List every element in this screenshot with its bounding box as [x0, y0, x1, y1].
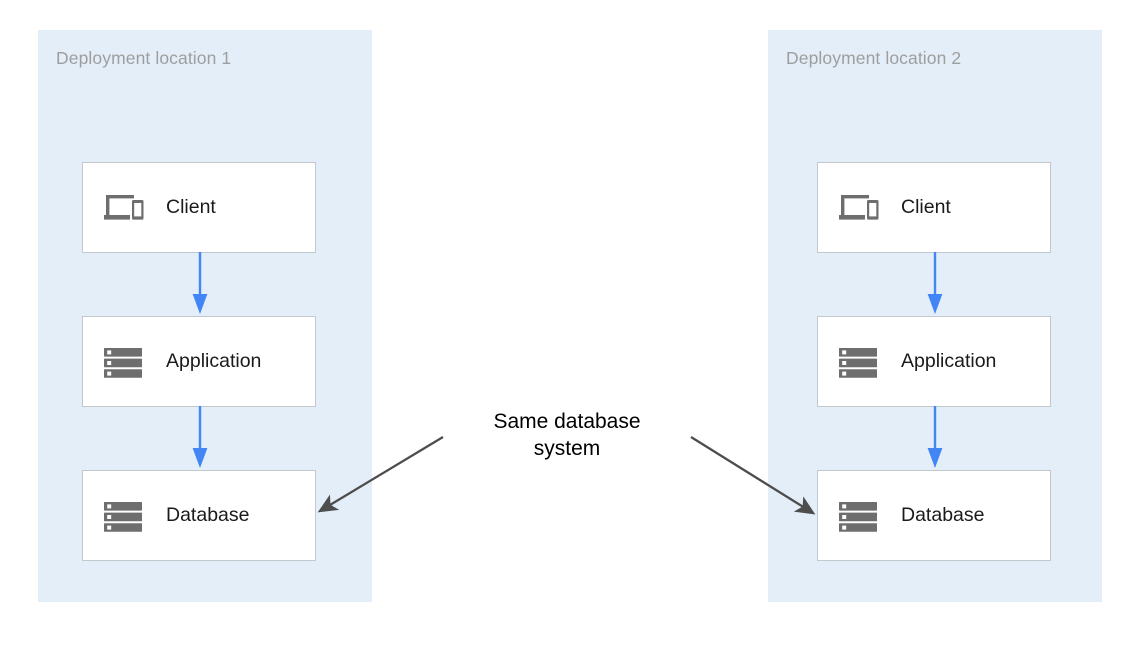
- deployment-location-2-title: Deployment location 2: [786, 48, 962, 68]
- node-application-1-label: Application: [166, 350, 262, 372]
- flow-arrow-application-to-database-1: [190, 406, 210, 470]
- node-client-2[interactable]: Client: [817, 162, 1051, 253]
- server-icon: [837, 340, 881, 384]
- node-application-2-label: Application: [901, 350, 997, 372]
- server-icon: [102, 340, 146, 384]
- flow-arrow-client-to-application-1: [190, 252, 210, 316]
- annotation-line-1: Same database: [493, 410, 641, 433]
- node-database-1-label: Database: [166, 504, 250, 526]
- devices-icon: [102, 186, 146, 230]
- server-icon: [102, 494, 146, 538]
- same-database-system-annotation: Same database system: [432, 408, 702, 462]
- flow-arrow-client-to-application-2: [925, 252, 945, 316]
- flow-arrow-application-to-database-2: [925, 406, 945, 470]
- node-application-1[interactable]: Application: [82, 316, 316, 407]
- node-application-2[interactable]: Application: [817, 316, 1051, 407]
- node-database-2[interactable]: Database: [817, 470, 1051, 561]
- node-database-2-label: Database: [901, 504, 985, 526]
- server-icon: [837, 494, 881, 538]
- node-client-2-label: Client: [901, 196, 951, 218]
- node-database-1[interactable]: Database: [82, 470, 316, 561]
- node-client-1-label: Client: [166, 196, 216, 218]
- devices-icon: [837, 186, 881, 230]
- node-client-1[interactable]: Client: [82, 162, 316, 253]
- annotation-line-2: system: [533, 437, 601, 460]
- deployment-location-1-title: Deployment location 1: [56, 48, 232, 68]
